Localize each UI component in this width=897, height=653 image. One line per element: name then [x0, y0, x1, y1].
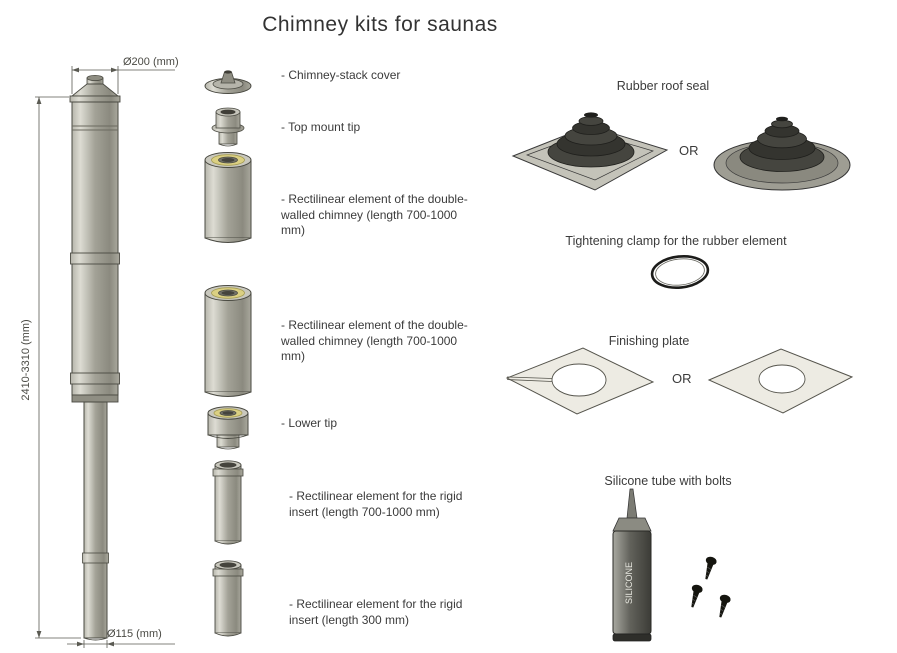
chimney-body-shape	[70, 101, 120, 403]
silicone-tube-illustration: SILICONE	[612, 488, 652, 642]
clamp-title: Tightening clamp for the rubber element	[565, 234, 787, 248]
dim-bottom-diameter-label: Ø115 (mm)	[107, 628, 162, 640]
rubber-seal-title: Rubber roof seal	[616, 79, 710, 93]
dimension-lines	[35, 66, 175, 648]
tightening-clamp-illustration	[650, 255, 710, 289]
double-wall-element-2-shape	[204, 285, 252, 397]
bolt-icon	[705, 556, 717, 580]
part-label-double-wall-2: - Rectilinear element of the double-wall…	[281, 318, 468, 364]
bolt-icon	[691, 584, 703, 608]
double-wall-element-1-shape	[204, 152, 252, 243]
top-mount-tip-shape	[211, 107, 245, 147]
chimney-cap-shape	[69, 74, 121, 103]
part-label-top-mount-tip: - Top mount tip	[281, 120, 361, 134]
chimney-pipe-shape	[82, 401, 109, 641]
tube-base	[612, 633, 652, 642]
page-title: Chimney kits for saunas	[262, 13, 498, 36]
stack-cover-shape	[204, 70, 252, 94]
part-label-lower-tip: - Lower tip	[281, 416, 338, 430]
assembled-chimney-drawing	[35, 66, 175, 648]
rigid-insert-short-shape	[212, 560, 244, 637]
dim-top-diameter-label: Ø200 (mm)	[123, 56, 179, 68]
tube-nozzle	[626, 488, 638, 519]
exploded-parts-column	[204, 70, 252, 637]
rubber-seal-round-illustration	[713, 116, 851, 191]
finishing-plate-title: Finishing plate	[608, 334, 690, 348]
part-label-double-wall-1: - Rectilinear element of the double-wall…	[281, 192, 468, 238]
lower-tip-shape	[207, 406, 249, 450]
part-label-stack-cover: - Chimney-stack cover	[281, 68, 401, 82]
bolt-icon	[719, 594, 731, 618]
rubber-seal-or-label: OR	[679, 143, 699, 158]
finishing-plate-solid-illustration	[707, 348, 854, 414]
rubber-seal-square-illustration	[511, 112, 669, 191]
tube-label-text: SILICONE	[624, 562, 634, 604]
rigid-insert-long-shape	[212, 460, 244, 545]
silicone-title: Silicone tube with bolts	[604, 474, 732, 488]
dim-height-label: 2410-3310 (mm)	[20, 319, 32, 401]
bolts-illustration	[691, 556, 731, 618]
finishing-plate-split-illustration	[505, 347, 655, 415]
tube-shoulder	[612, 517, 652, 532]
part-label-rigid-insert-short: - Rectilinear element for the rigid inse…	[289, 597, 463, 627]
part-label-rigid-insert-long: - Rectilinear element for the rigid inse…	[289, 489, 463, 519]
finishing-plate-or-label: OR	[672, 371, 692, 386]
